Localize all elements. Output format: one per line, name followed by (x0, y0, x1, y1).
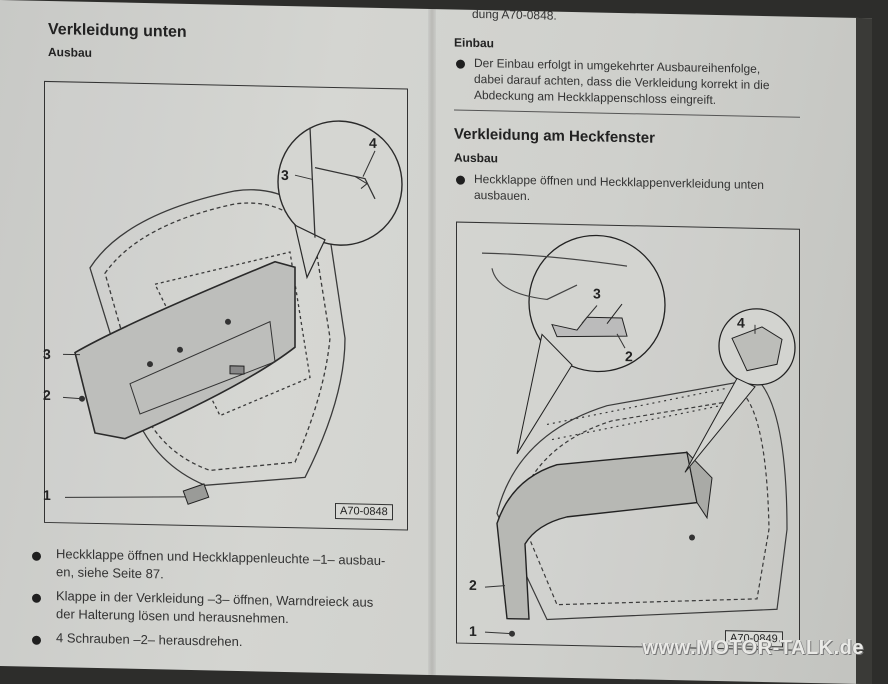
figure-a70-0849: 1 2 2 3 4 A70-0849 (456, 222, 800, 651)
step-3-line-1: 4 Schrauben –2– herausdrehen. (56, 629, 242, 651)
watermark: www.MOTOR-TALK.de (643, 637, 864, 660)
callout-3: 3 (593, 285, 601, 301)
page-gutter (428, 9, 436, 675)
right-step-line-2: ausbauen. (474, 187, 530, 204)
callout-3: 3 (43, 346, 51, 362)
step-1-line-2: en, siehe Seite 87. (56, 563, 164, 583)
bullet (456, 176, 465, 185)
callout-4: 4 (737, 314, 745, 330)
bullet (32, 594, 41, 603)
callout-1: 1 (469, 623, 477, 639)
callout-3-detail: 3 (281, 167, 289, 183)
einbau-title: Einbau (454, 36, 494, 51)
section-divider (454, 110, 800, 118)
page-edge-shadow (856, 18, 872, 684)
callout-4: 4 (369, 135, 377, 151)
callout-2: 2 (43, 387, 51, 403)
step-2-line-2: der Halterung lösen und herausnehmen. (56, 605, 289, 628)
figure-a70-0848: 1 2 3 3 4 A70-0848 (44, 81, 408, 531)
callout-1: 1 (43, 487, 51, 503)
bullet (32, 636, 41, 645)
tailgate-trim-drawing (45, 82, 407, 530)
callout-2-detail: 2 (625, 348, 633, 364)
bullet (32, 552, 41, 561)
window-trim-drawing (457, 223, 799, 650)
figure-id-tag: A70-0848 (335, 503, 393, 520)
left-subsection: Ausbau (48, 45, 92, 60)
left-section-title: Verkleidung unten (48, 21, 187, 42)
right-subsection: Ausbau (454, 151, 498, 166)
callout-2: 2 (469, 577, 477, 593)
top-fragment: dung A70-0848. (472, 6, 557, 24)
bullet (456, 60, 465, 69)
right-section-title: Verkleidung am Heckfenster (454, 126, 655, 147)
